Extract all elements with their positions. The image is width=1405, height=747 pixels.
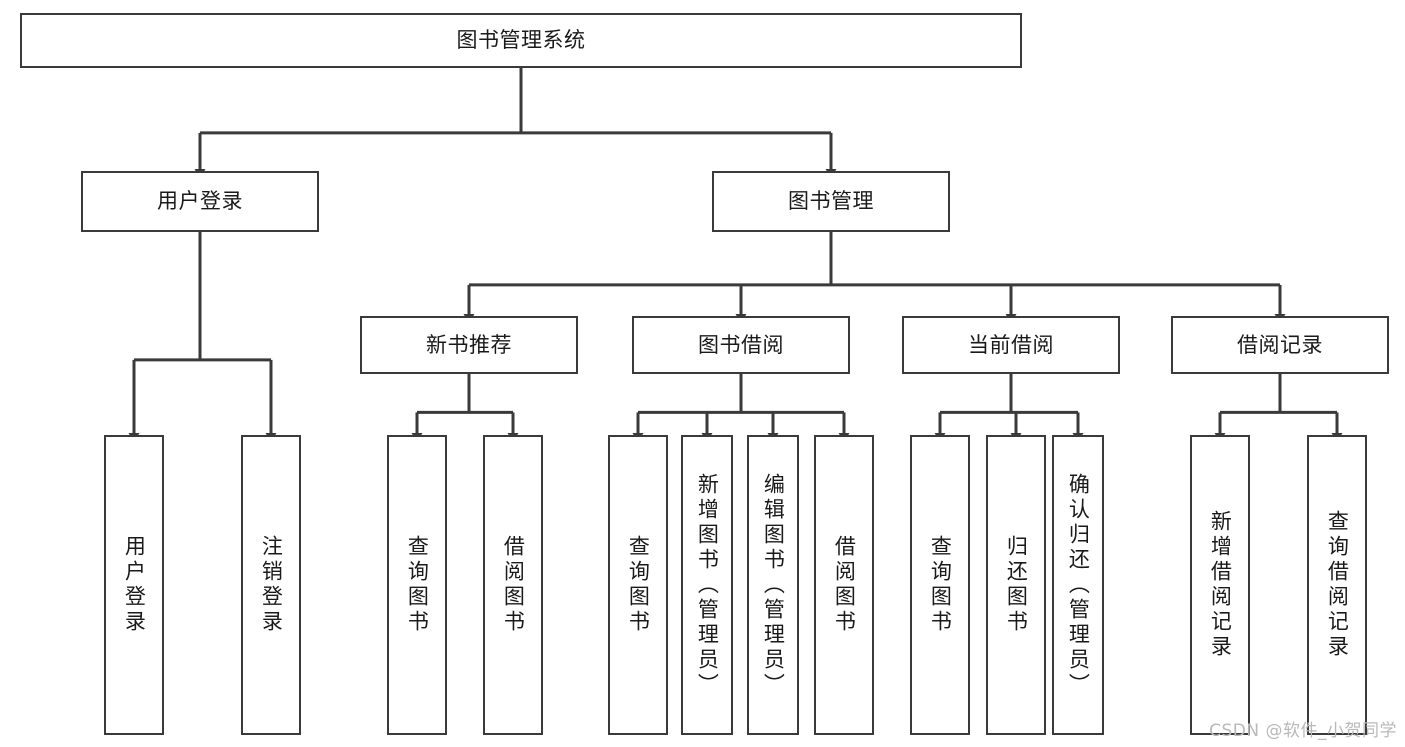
node-label: 图书管理系统 xyxy=(456,28,586,53)
node-borrow[interactable]: 图书借阅 xyxy=(632,316,850,374)
node-bookmgmt[interactable]: 图书管理 xyxy=(712,171,950,232)
node-label: 注销登录 xyxy=(259,535,284,635)
node-label: 图书管理 xyxy=(788,189,874,214)
node-l-logout[interactable]: 注销登录 xyxy=(241,435,301,735)
node-l-q1[interactable]: 查询图书 xyxy=(387,435,447,735)
node-label: 当前借阅 xyxy=(968,332,1054,357)
node-l-b2[interactable]: 借阅图书 xyxy=(814,435,874,735)
node-label: 借阅图书 xyxy=(501,535,526,635)
node-label: 新书推荐 xyxy=(426,332,512,357)
node-label: 用户登录 xyxy=(122,535,147,635)
node-l-qrec[interactable]: 查询借阅记录 xyxy=(1307,435,1367,735)
node-l-add[interactable]: 新增图书（管理员） xyxy=(681,435,733,735)
node-label: 查询借阅记录 xyxy=(1325,510,1350,660)
node-label: 归还图书 xyxy=(1004,535,1029,635)
node-root[interactable]: 图书管理系统 xyxy=(20,13,1022,68)
node-l-confirm[interactable]: 确认归还（管理员） xyxy=(1052,435,1104,735)
node-l-login[interactable]: 用户登录 xyxy=(104,435,164,735)
node-l-edit[interactable]: 编辑图书（管理员） xyxy=(747,435,799,735)
node-l-b1[interactable]: 借阅图书 xyxy=(483,435,543,735)
node-current[interactable]: 当前借阅 xyxy=(902,316,1120,374)
node-l-q3[interactable]: 查询图书 xyxy=(910,435,970,735)
node-label: 用户登录 xyxy=(157,189,243,214)
node-label: 确认归还（管理员） xyxy=(1066,472,1091,698)
node-l-q2[interactable]: 查询图书 xyxy=(608,435,668,735)
node-label: 编辑图书（管理员） xyxy=(761,472,786,698)
node-newbook[interactable]: 新书推荐 xyxy=(360,316,578,374)
node-label: 新增图书（管理员） xyxy=(695,472,720,698)
node-label: 借阅图书 xyxy=(832,535,857,635)
node-label: 新增借阅记录 xyxy=(1208,510,1233,660)
node-label: 查询图书 xyxy=(405,535,430,635)
watermark-text: CSDN @软件_小贺同学 xyxy=(1209,721,1397,741)
node-l-return[interactable]: 归还图书 xyxy=(986,435,1046,735)
node-l-addrec[interactable]: 新增借阅记录 xyxy=(1190,435,1250,735)
node-label: 图书借阅 xyxy=(698,332,784,357)
node-label: 查询图书 xyxy=(928,535,953,635)
node-login[interactable]: 用户登录 xyxy=(81,171,319,232)
node-records[interactable]: 借阅记录 xyxy=(1171,316,1389,374)
node-label: 查询图书 xyxy=(626,535,651,635)
node-label: 借阅记录 xyxy=(1237,332,1323,357)
